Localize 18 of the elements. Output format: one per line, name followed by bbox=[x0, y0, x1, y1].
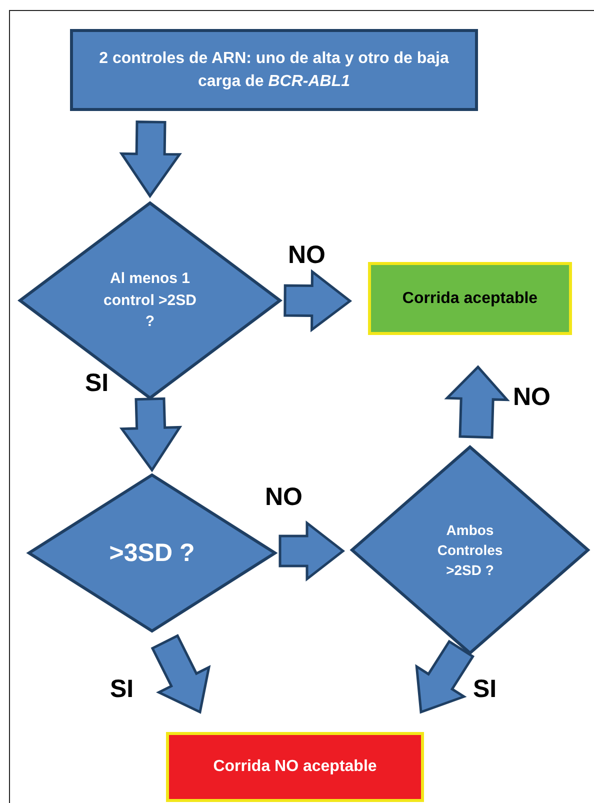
block-arrow bbox=[284, 269, 352, 332]
node-text: Ambos Controles >2SD ? bbox=[436, 520, 504, 580]
block-arrow bbox=[119, 120, 182, 198]
block-arrow bbox=[444, 365, 510, 439]
node-text: Corrida aceptable bbox=[402, 288, 538, 309]
process-box bbox=[166, 732, 424, 802]
node-text: Al menos 1 control >2SD ? bbox=[102, 268, 198, 332]
block-arrow bbox=[150, 634, 211, 714]
block-arrow bbox=[415, 640, 475, 714]
decision-diamond bbox=[20, 203, 280, 398]
block-arrow bbox=[278, 520, 346, 582]
node-text: >3SD ? bbox=[109, 538, 195, 569]
block-arrow bbox=[119, 397, 182, 472]
node-text: 2 controles de ARN: uno de alta y otro de baja carga de BCR-ABL1 bbox=[98, 48, 450, 92]
process-box bbox=[368, 262, 572, 335]
process-box bbox=[70, 29, 478, 111]
node-text: Corrida NO aceptable bbox=[213, 757, 377, 778]
decision-diamond bbox=[352, 447, 588, 653]
